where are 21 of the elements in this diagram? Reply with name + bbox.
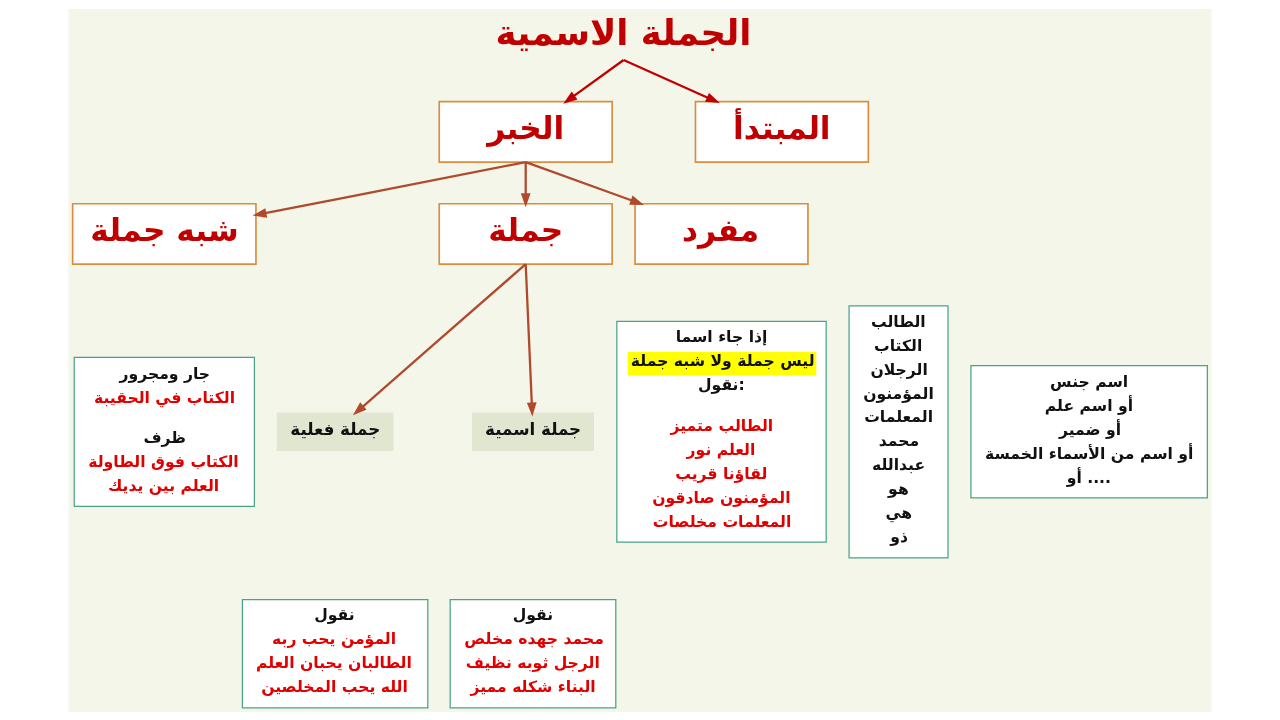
arrow [623, 58, 720, 103]
node-box: جملة [438, 202, 613, 265]
node-box: المبتدأ [694, 100, 870, 163]
node-text: الجملة الاسمية [495, 11, 752, 53]
node-box: الطالب الكتاب الرجلان المؤمنون المعلمات محمد عبدالله هو هي ذو [848, 304, 949, 558]
node-box: جملة اسمية [472, 412, 594, 451]
arrow [252, 160, 526, 218]
node-box: نقول محمد جهده مخلص الرجل ثوبه نظيف البناء شكله مميز [449, 598, 617, 708]
node-box: شبه جملة [71, 202, 257, 265]
arrow [520, 161, 531, 207]
node-box: إذا جاء اسما ليس جملة ولا شبه جملة نقول: الطالب متميز العلم نور لقاؤنا قريب المؤمنون صادقون المعلمات مخلصات [616, 320, 827, 543]
arrow [563, 58, 625, 104]
node-box: جار ومجرور الكتاب في الحقيبة ظرف الكتاب فوق الطاولة العلم بين يديك [73, 356, 255, 507]
node-box: مفرد [634, 202, 809, 265]
node-box: اسم جنس أو اسم علم أو ضمير أو اسم من الأسماء الخمسة أو .... [970, 364, 1208, 499]
node-box: نقول المؤمن يحب ربه الطالبان يحبان العلم الله يحب المخلصين [241, 598, 429, 708]
arrow [524, 263, 537, 416]
arrow [525, 160, 644, 205]
node-box: جملة فعلية [276, 412, 394, 451]
arrow [352, 262, 527, 415]
node-box: الخبر [438, 100, 613, 163]
